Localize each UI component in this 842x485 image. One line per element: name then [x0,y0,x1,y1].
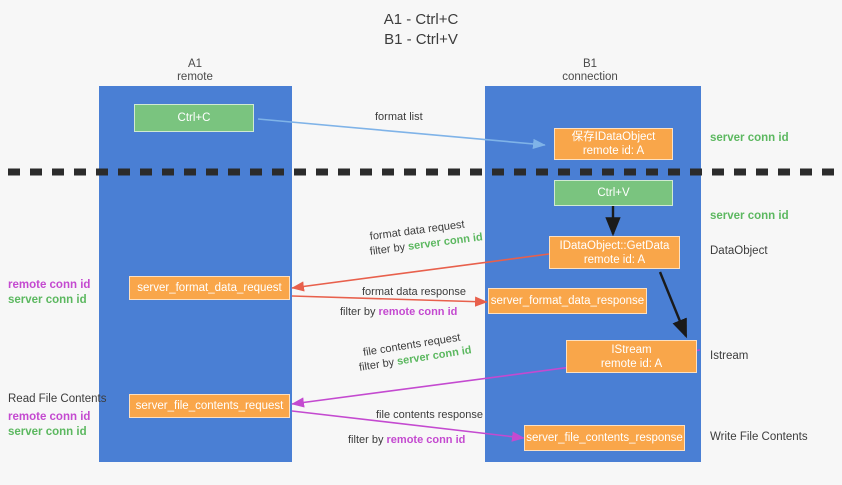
label-right-dataobject: DataObject [710,245,768,257]
box-getdata-line2: remote id: A [583,253,646,266]
box-getdata-line1: IDataObject::GetData [559,239,670,252]
label-left-remote-conn-1: remote conn id [8,279,91,291]
box-ctrl-c-label: Ctrl+C [177,112,211,124]
column-a1-sub: remote [177,71,213,83]
column-b1-sub: connection [562,71,618,83]
box-server-format-data-request[interactable]: server_format_data_request [129,276,290,300]
box-server-format-data-response-label: server_format_data_response [490,295,645,307]
label-left-server-conn-2: server conn id [8,426,87,438]
label-left-conn-ids-1: remote conn id server conn id [8,278,90,308]
box-save-idataobject[interactable]: 保存IDataObject remote id: A [554,128,673,160]
label-right-istream: Istream [710,350,749,362]
column-header-b1: B1 connection [520,58,660,84]
box-server-file-contents-response[interactable]: server_file_contents_response [524,425,685,451]
edge-label-format-data-response: format data response [362,286,466,298]
label-right-write-file-contents: Write File Contents [710,431,808,443]
label-left-remote-conn-2: remote conn id [8,411,91,423]
column-header-a1: A1 remote [125,58,265,84]
box-ctrl-v[interactable]: Ctrl+V [554,180,673,206]
box-ctrl-c[interactable]: Ctrl+C [134,104,254,132]
label-right-server-conn-1: server conn id [710,132,789,144]
label-left-read-file-contents: Read File Contents [8,393,107,405]
box-server-format-data-response[interactable]: server_format_data_response [488,288,647,314]
box-server-file-contents-response-label: server_file_contents_response [526,432,683,444]
label-right-server-conn-2: server conn id [710,210,789,222]
label-left-conn-ids-2: remote conn id server conn id [8,410,90,440]
title-line-2: B1 - Ctrl+V [384,31,458,48]
box-save-idataobject-line1: 保存IDataObject [571,131,656,143]
edge-label-format-list: format list [375,111,423,123]
edge-label-filter-by-2: filter by remote conn id [340,306,458,318]
column-a1-name: A1 [187,58,203,70]
box-server-format-data-request-label: server_format_data_request [137,282,282,294]
box-getdata[interactable]: IDataObject::GetData remote id: A [549,236,680,269]
box-save-idataobject-line2: remote id: A [582,145,645,157]
label-left-server-conn-1: server conn id [8,294,87,306]
box-ctrl-v-label: Ctrl+V [597,187,630,199]
box-istream-line2: remote id: A [600,357,663,370]
column-b1-name: B1 [582,58,598,70]
title-line-1: A1 - Ctrl+C [383,11,459,28]
box-istream-line1: IStream [611,343,652,356]
page-title: A1 - Ctrl+C B1 - Ctrl+V [0,10,842,50]
box-istream[interactable]: IStream remote id: A [566,340,697,373]
edge-label-file-contents-response: file contents response [376,409,484,421]
box-server-file-contents-request-label: server_file_contents_request [135,400,284,412]
box-server-file-contents-request[interactable]: server_file_contents_request [129,394,290,418]
edge-label-filter-by-4: filter by remote conn id [348,434,466,446]
